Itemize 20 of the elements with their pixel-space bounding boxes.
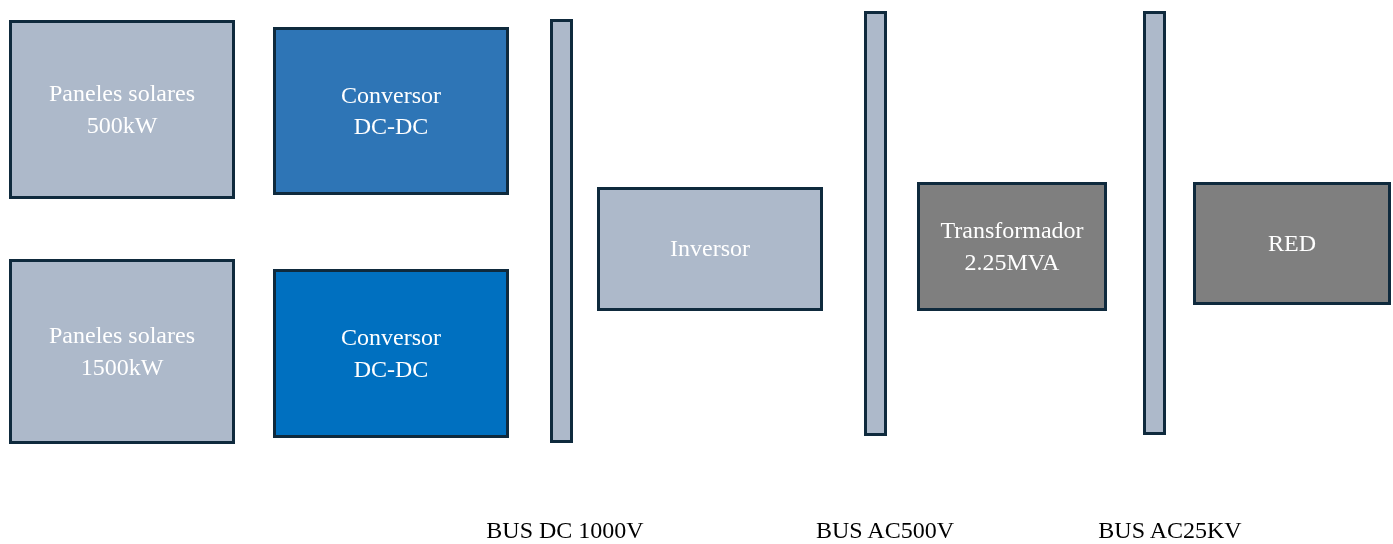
bus-bar: [1143, 11, 1166, 435]
bus-bar: [864, 11, 887, 436]
box-label: Paneles solares 1500kW: [48, 321, 196, 382]
box-label: Transformador 2.25MVA: [939, 216, 1085, 277]
process-box: [1193, 182, 1391, 305]
bus-bar: [550, 19, 573, 443]
process-box: [597, 187, 823, 311]
bus-label: BUS AC25KV: [1097, 516, 1243, 544]
bus-label: BUS DC 1000V: [485, 516, 645, 544]
box-label: Paneles solares 500kW: [48, 79, 196, 140]
process-box: [273, 27, 509, 195]
box-label: Conversor DC-DC: [340, 323, 442, 384]
box-label: RED: [1268, 228, 1316, 258]
process-box: [917, 182, 1107, 311]
process-box: [9, 20, 235, 199]
process-box: [9, 259, 235, 444]
box-label: Inversor: [670, 234, 750, 264]
process-box: [273, 269, 509, 438]
bus-label: BUS AC500V: [814, 516, 955, 544]
box-label: Conversor DC-DC: [340, 80, 442, 141]
